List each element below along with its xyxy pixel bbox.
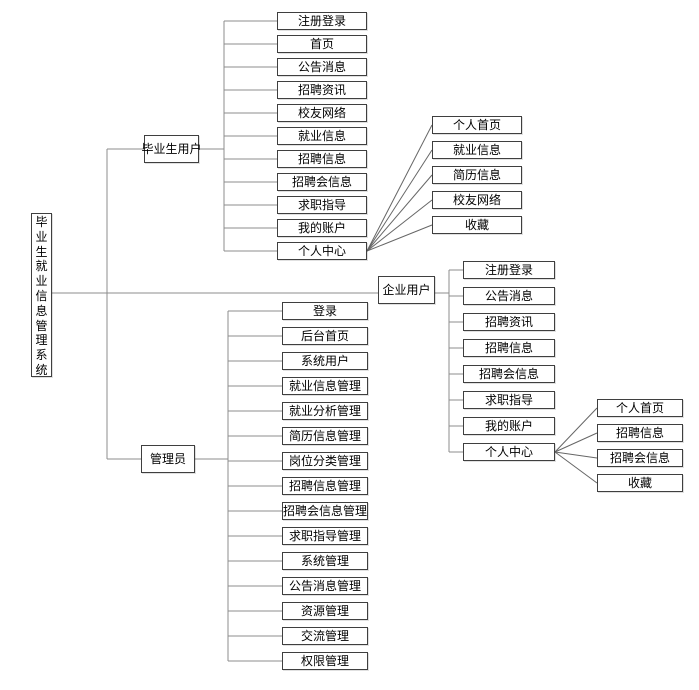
tree-node: 校友网络 xyxy=(277,104,367,122)
tree-node: 我的账户 xyxy=(277,219,367,237)
tree-node: 就业信息 xyxy=(277,127,367,145)
tree-node: 招聘信息 xyxy=(277,150,367,168)
tree-node: 交流管理 xyxy=(282,627,368,645)
tree-node: 公告消息管理 xyxy=(282,577,368,595)
tree-node-personal-center: 个人中心 xyxy=(463,443,555,461)
fan-lines xyxy=(366,124,598,484)
tree-node: 招聘会信息 xyxy=(463,365,555,383)
tree-node: 我的账户 xyxy=(463,417,555,435)
node-graduate-user: 毕业生用户 xyxy=(142,135,202,163)
tree-node: 注册登录 xyxy=(463,261,555,279)
tree-node: 求职指导管理 xyxy=(282,527,368,545)
tree-node: 招聘会信息管理 xyxy=(282,502,368,520)
bus-lines xyxy=(52,20,463,662)
root-node-system-title: 毕业生就业信息管理系统 xyxy=(31,213,52,377)
node-admin: 管理员 xyxy=(141,445,195,473)
tree-node: 简历信息 xyxy=(432,166,522,184)
tree-node: 招聘信息 xyxy=(597,424,683,442)
tree-node: 就业分析管理 xyxy=(282,402,368,420)
tree-node: 招聘信息 xyxy=(463,339,555,357)
tree-node: 招聘资讯 xyxy=(463,313,555,331)
tree-node: 个人首页 xyxy=(597,399,683,417)
tree-node: 招聘会信息 xyxy=(277,173,367,191)
tree-node: 系统用户 xyxy=(282,352,368,370)
tree-node: 个人首页 xyxy=(432,116,522,134)
tree-node: 招聘会信息 xyxy=(597,449,683,467)
tree-node: 收藏 xyxy=(432,216,522,234)
tree-node: 求职指导 xyxy=(463,391,555,409)
tree-node: 就业信息 xyxy=(432,141,522,159)
tree-node: 岗位分类管理 xyxy=(282,452,368,470)
tree-node: 就业信息管理 xyxy=(282,377,368,395)
tree-node: 公告消息 xyxy=(277,58,367,76)
tree-node: 求职指导 xyxy=(277,196,367,214)
tree-node: 注册登录 xyxy=(277,12,367,30)
tree-node: 系统管理 xyxy=(282,552,368,570)
tree-node: 招聘信息管理 xyxy=(282,477,368,495)
tree-node: 简历信息管理 xyxy=(282,427,368,445)
node-enterprise-user: 企业用户 xyxy=(378,276,435,304)
tree-node: 收藏 xyxy=(597,474,683,492)
tree-node: 后台首页 xyxy=(282,327,368,345)
tree-node: 权限管理 xyxy=(282,652,368,670)
tree-node: 登录 xyxy=(282,302,368,320)
tree-node-personal-center: 个人中心 xyxy=(277,242,367,260)
tree-node: 公告消息 xyxy=(463,287,555,305)
tree-node: 招聘资讯 xyxy=(277,81,367,99)
tree-node: 首页 xyxy=(277,35,367,53)
tree-node: 资源管理 xyxy=(282,602,368,620)
tree-node: 校友网络 xyxy=(432,191,522,209)
